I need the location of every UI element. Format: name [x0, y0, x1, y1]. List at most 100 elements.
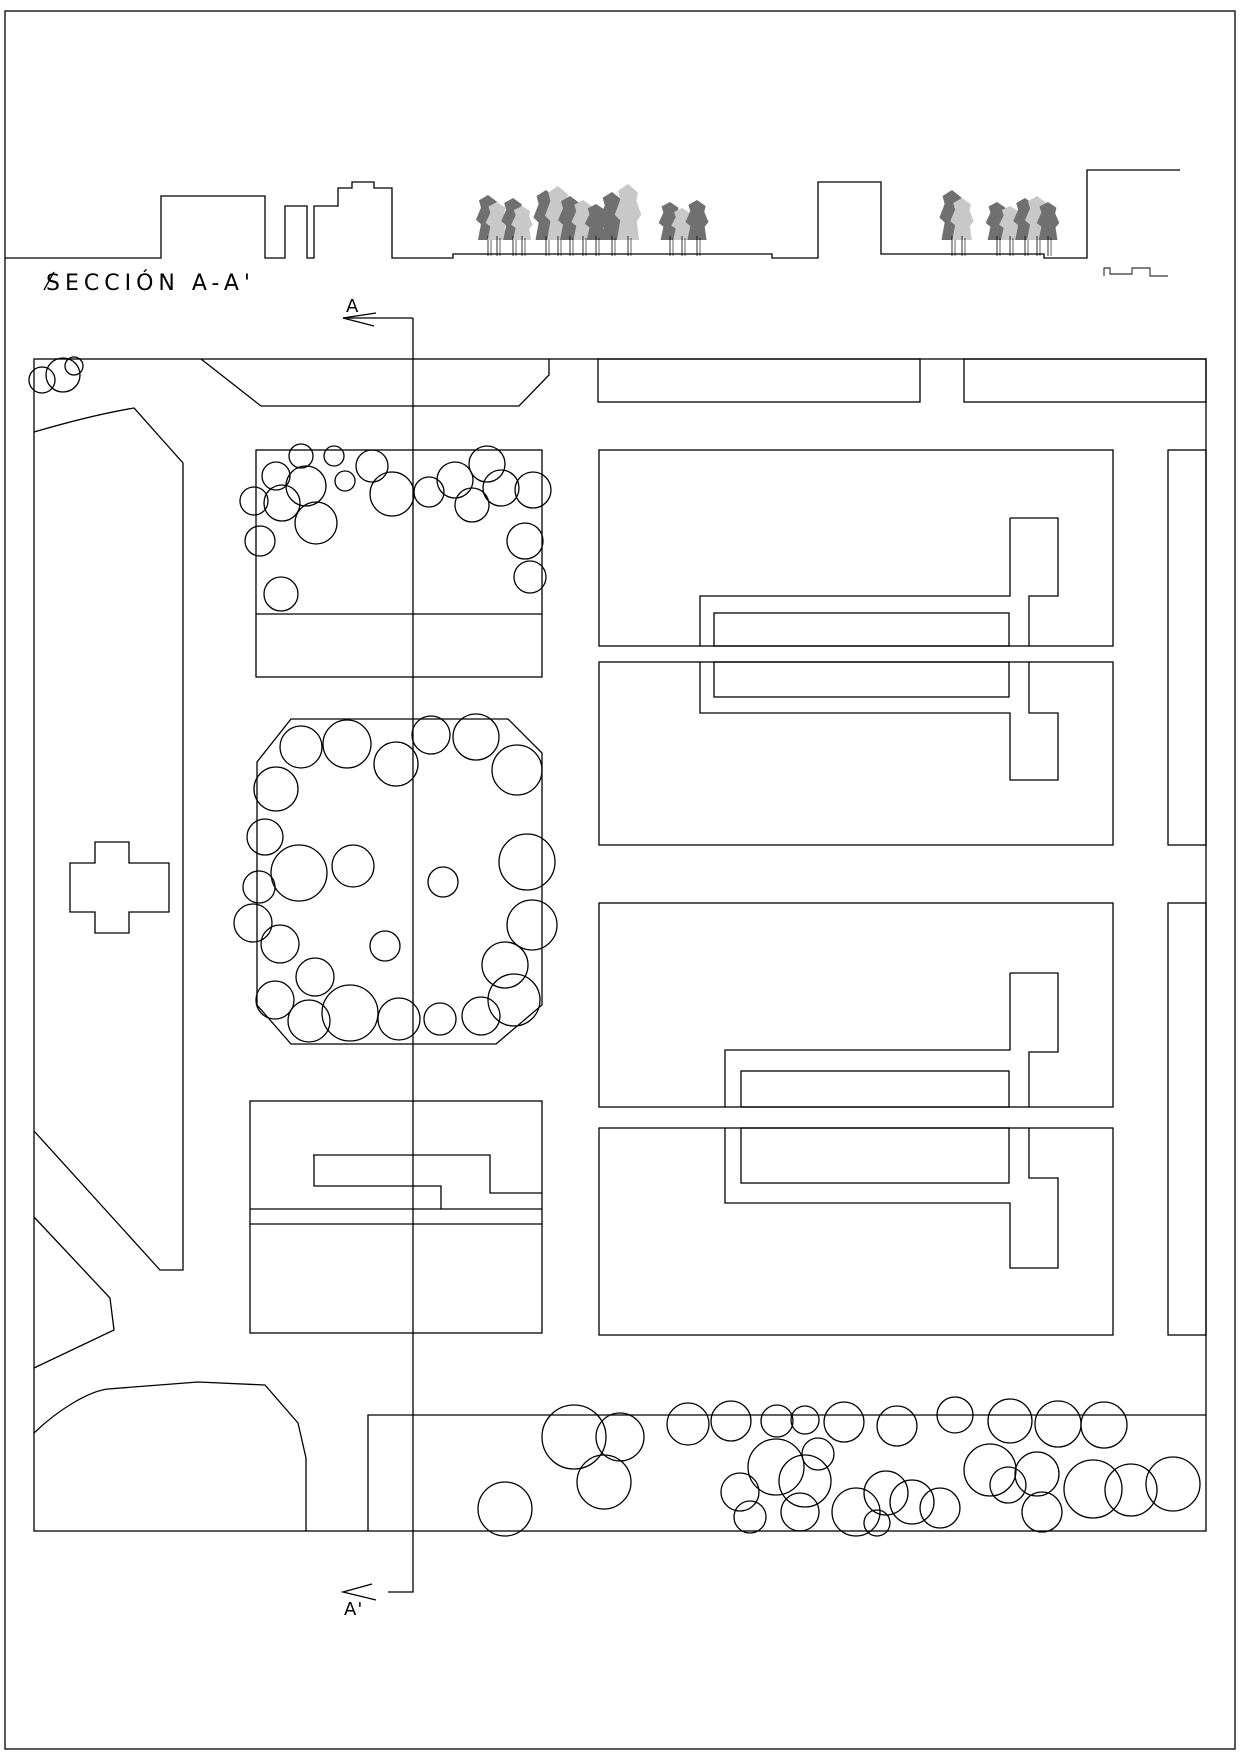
plan-tree	[411, 715, 451, 755]
central-park-plaza	[256, 718, 543, 1045]
plan-tree	[255, 980, 295, 1020]
plan-tree	[482, 469, 520, 507]
plan-tree	[863, 1509, 891, 1537]
plan-tree	[263, 576, 299, 612]
plan-tree	[423, 1002, 457, 1036]
top-building-2	[963, 358, 1207, 403]
comb-building-1	[699, 517, 1059, 781]
section-title: SECCIÓN A-A'	[43, 270, 255, 296]
section-title-text: SECCIÓN A-A'	[46, 270, 255, 296]
housing-block-1a	[598, 449, 1114, 647]
plan-tree	[239, 486, 269, 516]
lower-block-building	[313, 1154, 542, 1209]
plan-tree	[487, 973, 541, 1027]
plan-tree	[294, 501, 338, 545]
plan-tree	[413, 476, 445, 508]
top-building-1	[597, 358, 921, 403]
left-strip-outline	[33, 407, 184, 1271]
plan-tree	[244, 525, 276, 557]
right-edge-building-1	[1167, 449, 1207, 846]
plan-tree	[323, 445, 345, 467]
plan-tree	[720, 1472, 760, 1512]
plan-tree	[253, 766, 299, 812]
left-road-curve	[33, 1216, 115, 1369]
right-edge-building-2	[1167, 902, 1207, 1336]
plan-tree	[369, 471, 415, 517]
plan-tree	[989, 1466, 1027, 1504]
plan-tree	[936, 1396, 974, 1434]
plan-tree	[1145, 1456, 1201, 1512]
plan-tree	[801, 1437, 835, 1471]
plan-tree	[270, 844, 328, 902]
plan-tree	[373, 741, 419, 787]
plan-tree	[987, 1398, 1033, 1444]
section-tree	[950, 198, 974, 256]
plan-tree	[355, 449, 389, 483]
plan-tree	[287, 999, 331, 1043]
plan-tree	[477, 1481, 533, 1537]
plan-tree	[64, 356, 84, 376]
plan-tree	[261, 461, 291, 491]
section-trees	[475, 184, 1060, 256]
plan-tree	[260, 924, 300, 964]
plan-tree	[1080, 1401, 1128, 1449]
plan-tree	[454, 487, 490, 523]
lower-left-green	[33, 1381, 307, 1531]
plan-tree	[863, 1470, 909, 1516]
section-tree	[584, 204, 608, 256]
plan-tree	[1014, 1451, 1060, 1497]
plan-tree	[1034, 1400, 1082, 1448]
plan-tree	[760, 1404, 794, 1438]
plan-tree	[45, 357, 81, 393]
plan-tree	[710, 1400, 752, 1442]
park-block-top	[255, 449, 543, 678]
section-tree	[999, 206, 1021, 256]
plan-tree	[377, 997, 421, 1041]
plan-tree	[279, 725, 323, 769]
plan-tree	[28, 366, 56, 394]
section-ground-profile	[5, 169, 1180, 259]
plan-tree	[1063, 1459, 1123, 1519]
plan-tree	[461, 996, 501, 1036]
comb-building-2-bar-a	[740, 1070, 1010, 1108]
section-tree	[1036, 202, 1060, 256]
housing-block-2a	[598, 902, 1114, 1108]
section-elevation: SECCIÓN A-A'	[5, 169, 1180, 296]
lower-block	[249, 1100, 543, 1334]
plan-tree	[831, 1487, 881, 1537]
plan-tree	[963, 1443, 1017, 1497]
plan-tree	[331, 844, 375, 888]
plan-tree	[919, 1487, 961, 1529]
plan-tree	[790, 1405, 820, 1435]
sheet-border	[4, 10, 1236, 1750]
section-cut-line: A A'	[340, 296, 414, 1620]
plan-tree	[595, 1412, 645, 1462]
church-building	[69, 841, 170, 934]
plan-trees	[28, 356, 1201, 1537]
plan-tree	[285, 465, 327, 507]
cut-label-start: A	[346, 296, 359, 317]
plan-tree	[468, 445, 506, 483]
plan-tree	[780, 1492, 820, 1532]
housing-block-2b	[598, 1127, 1114, 1336]
section-tree	[685, 200, 709, 256]
housing-block-1b	[598, 661, 1114, 846]
plan-tree	[334, 470, 356, 492]
plan-tree	[506, 899, 558, 951]
plan-tree	[436, 461, 474, 499]
plan-tree	[288, 443, 314, 469]
plan-tree	[263, 484, 301, 522]
plan-tree	[491, 744, 543, 796]
comb-building-2-bar-b	[740, 1127, 1010, 1184]
plan-tree	[295, 957, 335, 997]
plan-tree	[889, 1479, 935, 1525]
plan-tree	[666, 1402, 710, 1446]
comb-building-1-bar-a	[713, 612, 1010, 647]
plan-tree	[541, 1404, 607, 1470]
plan-tree	[369, 930, 401, 962]
site-boundary	[33, 358, 1207, 1532]
plan-tree	[1021, 1491, 1063, 1533]
plan-tree	[514, 471, 552, 509]
section-tree	[614, 184, 642, 256]
